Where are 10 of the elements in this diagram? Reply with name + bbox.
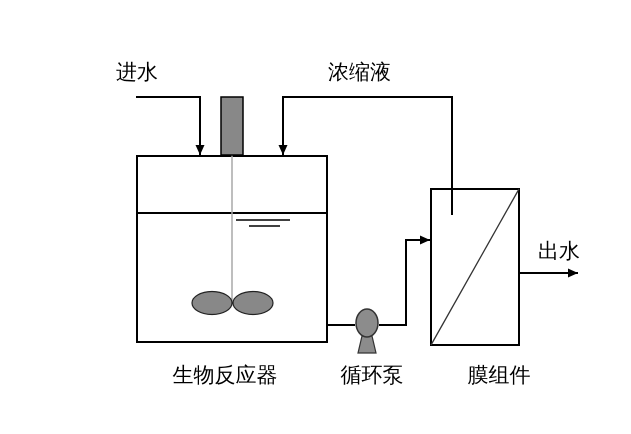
flow-label: 出水	[538, 234, 580, 268]
arrow	[520, 268, 578, 278]
arrow	[136, 96, 204, 155]
equipment-label: 生物反应器	[172, 362, 278, 389]
equipment-label: 膜组件	[468, 362, 530, 389]
arrow	[278, 96, 453, 188]
flow-label: 进水	[116, 55, 158, 89]
arrow	[379, 236, 430, 326]
pipe-line	[328, 324, 355, 326]
equipment-label: 循环泵	[340, 362, 404, 389]
